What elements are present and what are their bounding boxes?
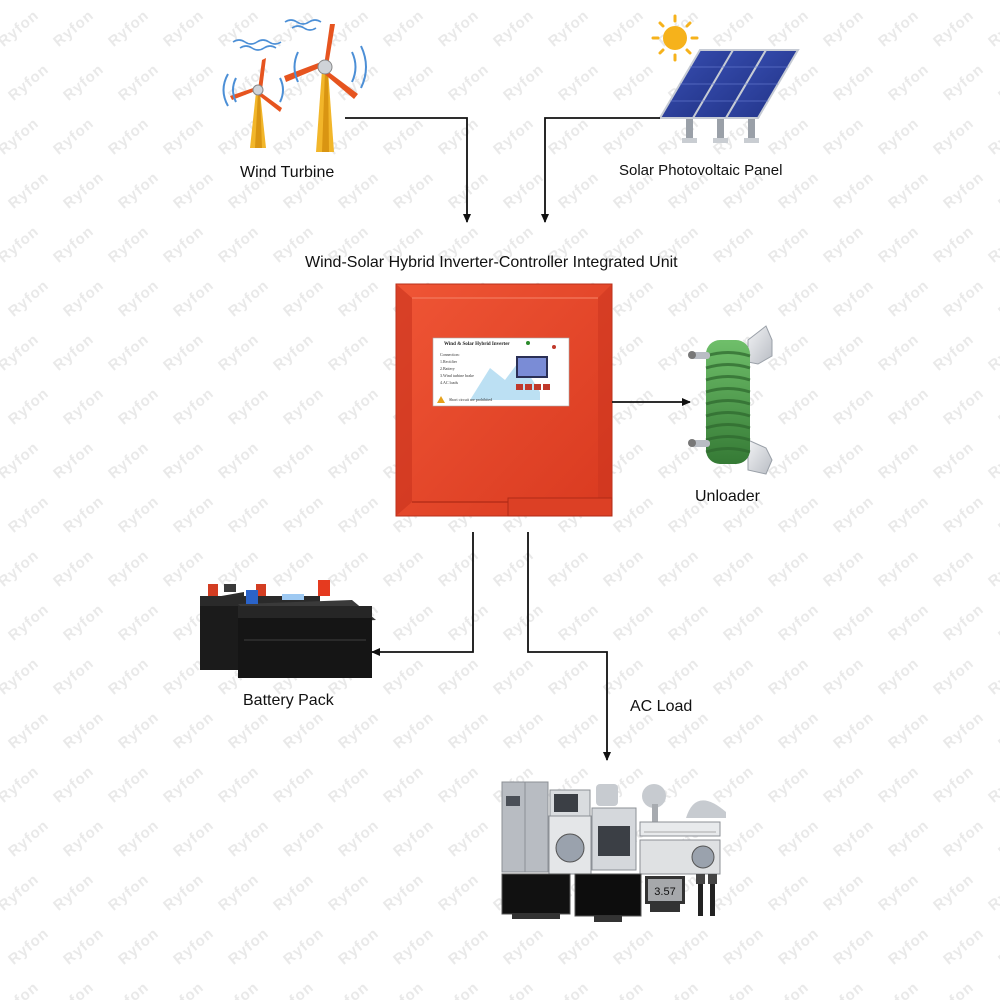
controller-to-acload-line [527,532,611,761]
solar-panel-label: Solar Photovoltaic Panel [619,162,783,179]
wind-turbine-icon [222,19,367,152]
solar-panel-icon [658,49,800,143]
ac-load-appliances-icon: 3.57 [501,781,726,922]
battery-pack-icon [200,580,376,678]
controller-unit-icon [395,283,613,517]
unloader-icon [688,325,773,475]
wind-turbine-label: Wind Turbine [240,164,335,181]
connection-lines [345,117,691,761]
clock-display: 3.57 [654,886,675,898]
sun-icon [651,14,699,62]
battery-pack-label: Battery Pack [243,692,334,709]
wind-to-controller-line [345,117,471,223]
controller-panel-section: Connection: [440,352,460,357]
controller-label: Wind-Solar Hybrid Inverter-Controller In… [305,254,678,271]
controller-panel-item: 1.Rectifier [440,359,457,364]
ac-load-label: AC Load [630,698,693,715]
controller-to-battery-line [371,532,474,656]
controller-panel-item: 3.Wind turbine brake [440,373,474,378]
unloader-label: Unloader [695,488,760,505]
controller-panel-item: 2.Battery [440,366,455,371]
controller-panel-warning: Short circuit are prohibited [449,397,493,402]
controller-label-panel [432,337,570,407]
controller-panel-title: Wind & Solar Hybrid Inverter [444,342,510,347]
controller-panel-item: 4.AC loads [440,380,458,385]
solar-to-controller-line [541,117,660,223]
